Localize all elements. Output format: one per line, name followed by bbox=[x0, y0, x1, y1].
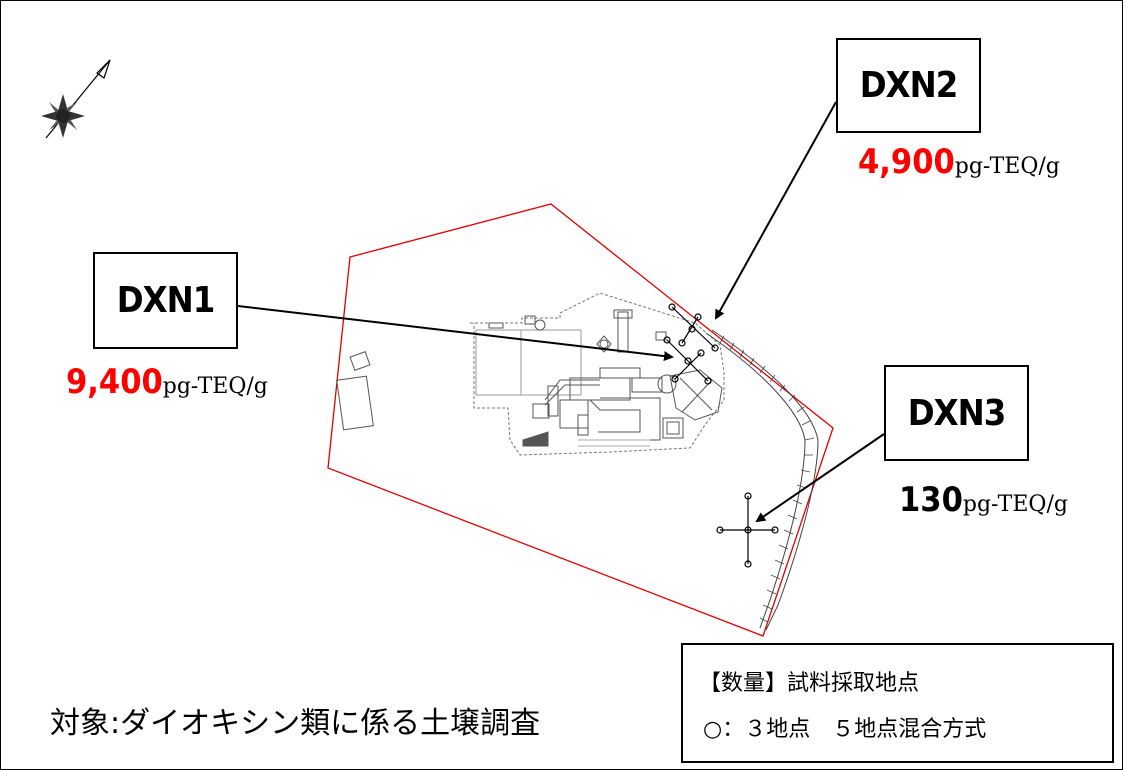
sampling-grid-dxn1 bbox=[663, 336, 712, 385]
sampling-grid-dxn3 bbox=[716, 492, 779, 568]
sample-label-dxn1: DXN1 bbox=[93, 252, 238, 349]
concentration-unit: pg-TEQ/g bbox=[962, 492, 1068, 517]
slope-hatching bbox=[705, 329, 819, 631]
arrow-dxn3 bbox=[755, 433, 885, 523]
concentration-unit: pg-TEQ/g bbox=[954, 154, 1060, 179]
legend-heading: 【数量】試料採取地点 bbox=[699, 671, 920, 696]
leader-arrows bbox=[237, 101, 885, 523]
concentration-dxn1: 9,400pg-TEQ/g bbox=[66, 362, 268, 402]
facility-plan bbox=[470, 292, 725, 456]
legend-box: 【数量】試料採取地点 ○：３地点 ５地点混合方式 bbox=[681, 643, 1114, 763]
concentration-unit: pg-TEQ/g bbox=[162, 374, 268, 399]
site-boundary bbox=[327, 203, 834, 637]
arrow-dxn1 bbox=[237, 305, 674, 362]
concentration-value: 9,400 bbox=[66, 362, 163, 402]
arrow-dxn2 bbox=[715, 101, 837, 320]
concentration-value: 130 bbox=[899, 480, 963, 520]
survey-title: 対象:ダイオキシン類に係る土壌調査 bbox=[50, 706, 541, 741]
legend-row: ○：３地点 ５地点混合方式 bbox=[703, 717, 987, 742]
concentration-value: 4,900 bbox=[858, 142, 955, 182]
sampling-grid-dxn2 bbox=[668, 303, 719, 352]
site-features bbox=[336, 351, 374, 431]
concentration-dxn3: 130pg-TEQ/g bbox=[899, 480, 1068, 520]
sample-label-dxn2: DXN2 bbox=[836, 38, 981, 133]
north-arrow-icon bbox=[41, 59, 111, 139]
concentration-dxn2: 4,900pg-TEQ/g bbox=[858, 142, 1060, 182]
sample-label-dxn3: DXN3 bbox=[884, 365, 1029, 461]
